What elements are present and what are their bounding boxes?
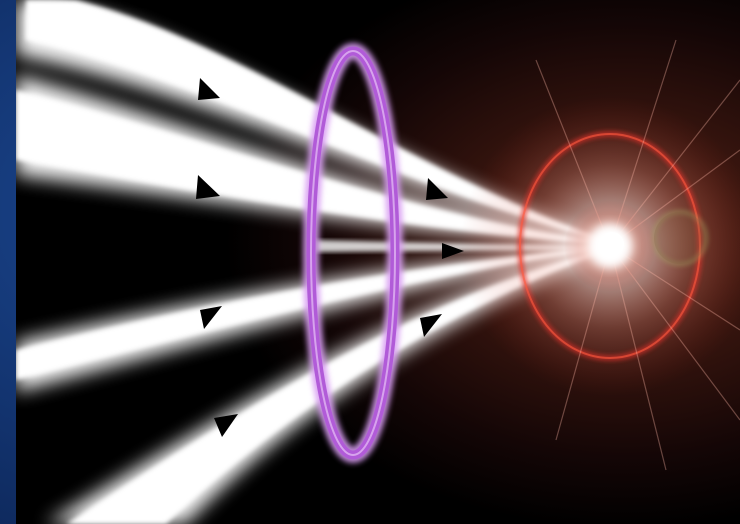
field-diagram [16,0,740,524]
